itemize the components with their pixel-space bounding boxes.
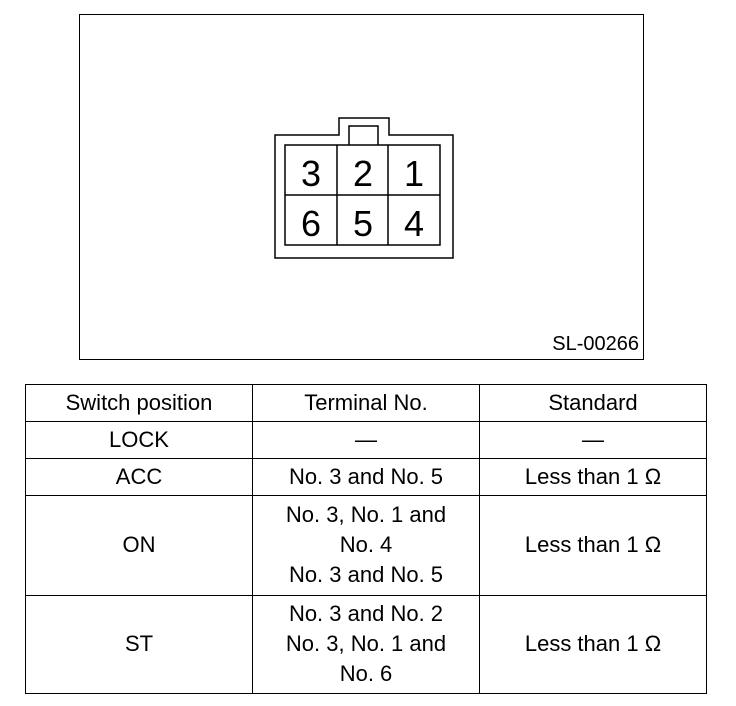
header-standard: Standard (479, 384, 707, 422)
table-row: ACC No. 3 and No. 5 Less than 1 Ω (25, 458, 707, 497)
cell-standard: Less than 1 Ω (479, 594, 707, 695)
connector-face-drawing: 3 2 1 6 5 4 (274, 117, 454, 259)
terminal-line: No. 4 (339, 532, 393, 558)
table-row: ST No. 3 and No. 2 No. 3, No. 1 and No. … (25, 594, 707, 695)
terminal-6: 6 (301, 203, 321, 244)
terminal-line: No. 3 and No. 5 (288, 562, 444, 588)
switch-continuity-table: Switch position Terminal No. Standard LO… (25, 384, 707, 695)
terminal-2: 2 (353, 153, 373, 194)
terminal-line: — (355, 427, 377, 453)
cell-terminal: No. 3 and No. 2 No. 3, No. 1 and No. 6 (252, 594, 480, 695)
figure-reference-code: SL-00266 (552, 333, 639, 355)
cell-standard: Less than 1 Ω (479, 458, 707, 497)
cell-position: LOCK (25, 420, 253, 460)
cell-standard: — (479, 420, 707, 460)
terminal-line: No. 3 and No. 2 (288, 601, 444, 627)
terminal-5: 5 (353, 203, 373, 244)
terminal-3: 3 (301, 153, 321, 194)
header-switch-position: Switch position (25, 384, 253, 422)
terminal-line: No. 6 (339, 661, 393, 687)
cell-standard: Less than 1 Ω (479, 495, 707, 596)
connector-housing (274, 117, 454, 259)
connector-diagram: 3 2 1 6 5 4 SL-00266 (79, 14, 644, 360)
table-header-row: Switch position Terminal No. Standard (25, 384, 707, 422)
header-terminal-no: Terminal No. (252, 384, 480, 422)
cell-position: ON (25, 495, 253, 596)
terminal-line: No. 3, No. 1 and (285, 631, 447, 657)
cell-position: ST (25, 594, 253, 695)
table-row: LOCK — — (25, 420, 707, 460)
cell-terminal: No. 3 and No. 5 (252, 458, 480, 497)
terminal-4: 4 (404, 203, 424, 244)
cell-terminal: — (252, 420, 480, 460)
terminal-line: No. 3, No. 1 and (285, 502, 447, 528)
terminal-line: No. 3 and No. 5 (288, 464, 444, 490)
table-row: ON No. 3, No. 1 and No. 4 No. 3 and No. … (25, 495, 707, 596)
cell-terminal: No. 3, No. 1 and No. 4 No. 3 and No. 5 (252, 495, 480, 596)
cell-position: ACC (25, 458, 253, 497)
connector-lock-tab (348, 125, 379, 147)
terminal-1: 1 (404, 153, 424, 194)
